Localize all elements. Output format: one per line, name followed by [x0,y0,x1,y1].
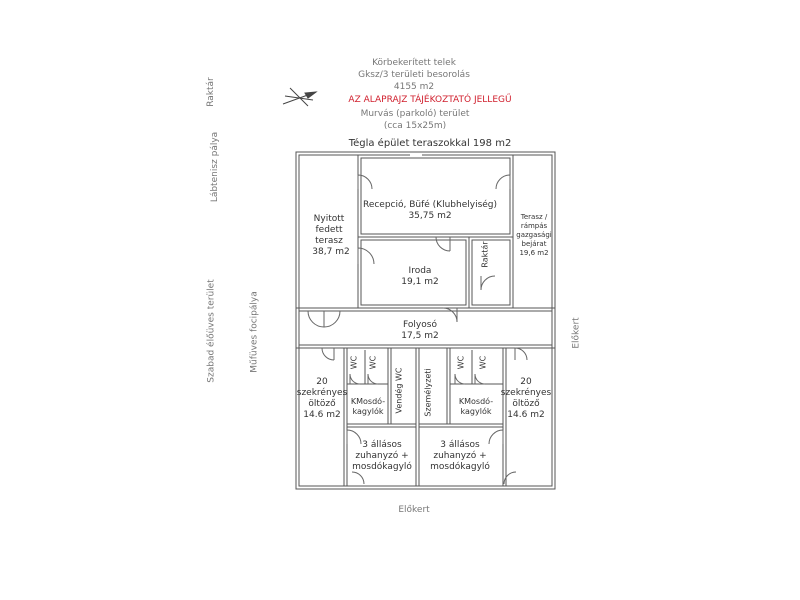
disclaimer-warning: AZ ALAPRAJZ TÁJÉKOZTATÓ JELLEGŰ [348,95,512,105]
folyoso-area: 17,5 m2 [401,331,439,341]
terasz-rampas-label-1: Terasz / [520,213,548,221]
parking-size: (cca 15x25m) [383,121,447,131]
raktar-room-label: Raktár [480,241,490,268]
recepcio-area: 35,75 m2 [408,211,452,221]
mosdo-left-label-1: KMosdó- [350,397,386,406]
recepcio-name: Recepció, Büfé (Klubhelyiség) [362,200,498,210]
folyoso-name: Folyosó [403,320,437,330]
site-description: Körbekerített telek [372,58,456,68]
mosdo-left-label-2: kagylók [352,407,384,416]
zuhany-right-1: 3 állásos [440,440,480,450]
nyitott-terasz-label-1: Nyitott [313,214,345,224]
oltozo-left-1: 20 [316,377,328,387]
zoning-label: Gksz/3 területi besorolás [358,70,470,80]
oltozo-left-3: öltöző [308,399,336,409]
iroda-name: Iroda [408,266,432,276]
oltozo-right-area: 14.6 m2 [507,410,545,420]
nyitott-terasz-label-2: fedett [315,225,343,235]
wc-label-1: WC [349,355,359,370]
zuhany-left-3: mosdókagyló [352,462,412,472]
raktar-left-label: Raktár [205,77,216,107]
recepcio-room-walls [357,152,514,238]
labtenisz-label: Lábtenisz pálya [210,131,221,203]
zuhany-left-1: 3 állásos [362,440,402,450]
vendeg-wc-label: Vendég WC [394,367,404,414]
parking-label: Murvás (parkoló) terület [360,109,470,119]
oltozo-right-2: szekrényes [500,388,552,398]
nyitott-terasz-area: 38,7 m2 [312,247,350,257]
wc-label-4: WC [478,355,488,370]
zuhany-right-2: zuhanyzó + [433,451,487,461]
elokert-bottom-label: Előkert [398,505,430,515]
zuhany-right-3: mosdókagyló [430,462,490,472]
mosdo-right-label-2: kagylók [460,407,492,416]
szemelyzeti-label: Személyzeti [423,368,433,417]
mufuves-label: Műfüves focipálya [249,291,260,373]
door-swings [307,174,528,485]
terasz-rampas-label-3: gazgasági [516,231,552,239]
terasz-rampas-label-2: rámpás [520,222,548,230]
folyoso-corridor-walls [295,307,556,349]
oltozo-right-1: 20 [520,377,532,387]
oltozo-left-2: szekrényes [296,388,348,398]
raktar-room-walls [468,236,514,309]
terasz-rampas-area: 19,6 m2 [519,249,549,257]
building-title: Tégla épület teraszokkal 198 m2 [348,138,512,149]
wc-label-2: WC [368,355,378,370]
zuhany-left-2: zuhanyzó + [355,451,409,461]
iroda-area: 19,1 m2 [401,277,439,287]
nyitott-terasz-label-3: terasz [315,236,343,246]
terasz-rampas-label-4: bejárat [521,240,547,248]
oltozo-left-area: 14.6 m2 [303,410,341,420]
mosdo-right-label-1: KMosdó- [458,397,494,406]
lower-block-walls [343,348,507,486]
oltozo-right-3: öltöző [512,399,540,409]
wc-label-3: WC [456,355,466,370]
site-area: 4155 m2 [393,82,435,92]
north-arrow-icon [282,87,318,107]
elokert-right-label: Előkert [571,317,582,349]
szabad-terulet-label: Szabad élőüves terület [206,279,217,383]
